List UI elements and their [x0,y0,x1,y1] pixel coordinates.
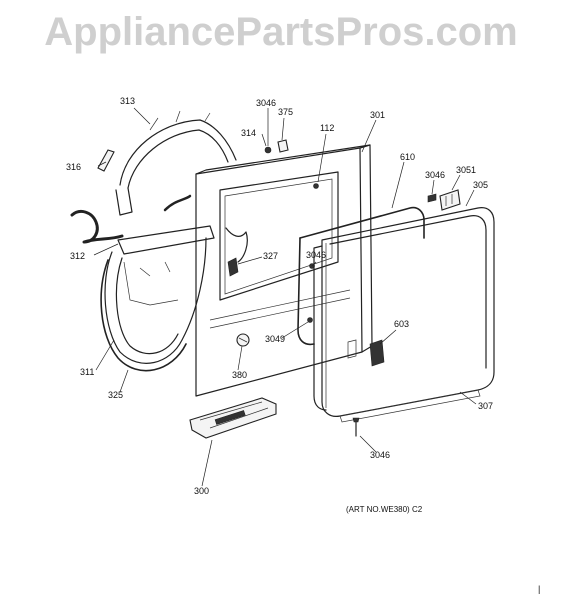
label-314: 314 [241,128,256,138]
part-112-grommet[interactable] [313,183,319,189]
label-301: 301 [370,110,385,120]
watermark: AppliancePartsPros.com [44,10,518,54]
page-marker: | [538,584,540,594]
label-603: 603 [394,319,409,329]
part-610-door-gasket[interactable] [297,206,425,346]
part-375-bracket[interactable] [277,139,289,153]
part-312-seal-strip[interactable] [70,194,192,244]
label-316: 316 [66,162,81,172]
label-3046-hinge: 3046 [425,170,445,180]
part-3049-screw[interactable] [307,317,313,323]
part-313-front-bulkhead-shroud[interactable] [115,110,237,216]
label-313: 313 [120,96,135,106]
part-311-drum-front-duct[interactable] [104,225,215,364]
label-3049: 3049 [265,334,285,344]
art-number: (ART NO.WE380) C2 [346,505,423,514]
label-300: 300 [194,486,209,496]
part-3051-hinge[interactable] [439,189,461,211]
part-316-felt-pad[interactable] [97,149,115,172]
label-312: 312 [70,251,85,261]
label-375: 375 [278,107,293,117]
part-327-door-switch[interactable] [225,227,248,277]
label-3046-top: 3046 [256,98,276,108]
label-380: 380 [232,370,247,380]
label-610: 610 [400,152,415,162]
label-3046-panel: 3046 [306,250,326,260]
label-305: 305 [473,180,488,190]
label-112: 112 [320,123,334,133]
leader-lines [93,107,477,487]
part-3046-screw-bottom[interactable] [352,417,360,437]
label-3051: 3051 [456,165,476,175]
label-325: 325 [108,390,123,400]
label-3046-bottom: 3046 [370,450,390,460]
part-380-knob[interactable] [236,333,250,347]
label-307: 307 [478,401,493,411]
part-300-control-housing[interactable] [189,397,277,439]
part-603-door-handle[interactable] [347,339,385,367]
part-301-front-panel[interactable] [195,144,373,397]
part-307-door-liner[interactable] [339,389,481,423]
label-311: 311 [80,367,94,377]
part-305-outer-door[interactable] [313,207,495,417]
part-314-screw[interactable] [264,146,272,154]
part-325-lower-seal[interactable] [100,259,187,372]
label-327: 327 [263,251,278,261]
part-3046-screw-hinge[interactable] [427,193,437,203]
